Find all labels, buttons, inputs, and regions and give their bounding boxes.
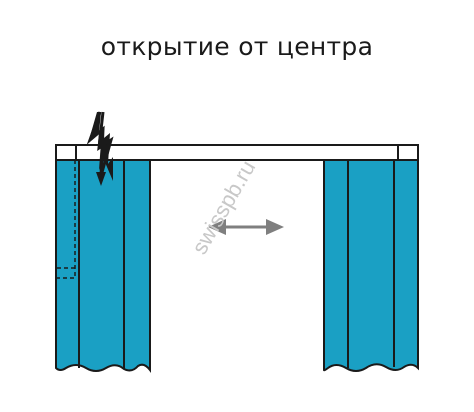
watermark: swisspb.ru bbox=[187, 156, 261, 258]
pull-cord-dashed bbox=[56, 160, 76, 279]
left-curtain bbox=[55, 159, 151, 373]
double-arrow-icon bbox=[208, 219, 284, 235]
right-curtain bbox=[323, 159, 419, 372]
right-curtain-fabric bbox=[323, 159, 419, 372]
double-arrow-left-head bbox=[208, 219, 226, 235]
diagram-title: открытие от центра bbox=[100, 32, 374, 61]
double-arrow-right-head bbox=[266, 219, 284, 235]
rail-bar bbox=[55, 144, 419, 161]
curtain-rail bbox=[55, 144, 419, 161]
lightning-bolt-arrowhead bbox=[96, 172, 106, 186]
left-curtain-fabric bbox=[55, 159, 151, 373]
